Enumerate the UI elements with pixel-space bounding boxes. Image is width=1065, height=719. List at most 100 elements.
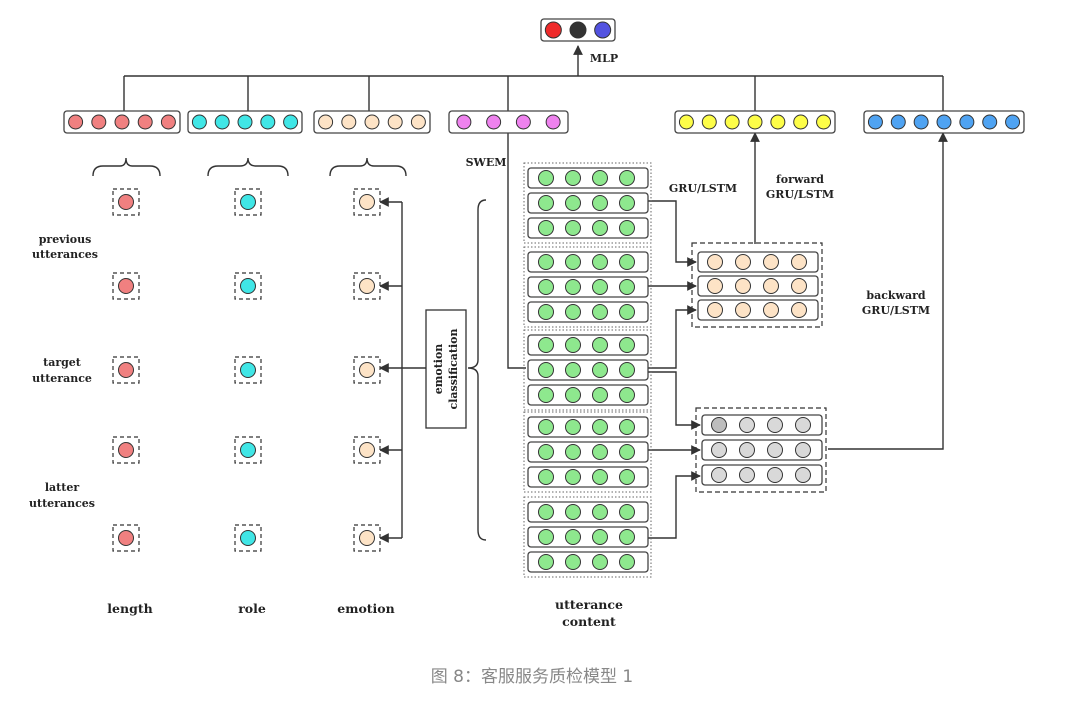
utterance-word-frame — [527, 251, 649, 273]
utterance-word-vector — [527, 334, 649, 356]
emotion-classification-text: emotion — [432, 344, 445, 395]
utterance-word-unit — [538, 469, 554, 485]
utterance-group — [523, 246, 652, 328]
forward-hidden-vector — [697, 275, 819, 297]
mlp-output-vector — [540, 18, 616, 42]
utterance-word-unit — [565, 362, 581, 378]
backward-hidden-frame — [701, 464, 823, 486]
backward-gru-vector-unit — [1005, 114, 1021, 130]
length-vector-unit — [137, 114, 153, 130]
utterance-word-frame — [527, 416, 649, 438]
forward-gru-vector-unit — [747, 114, 763, 130]
role-vector — [187, 110, 303, 134]
utterance-group-frame — [523, 329, 652, 411]
utterance-word-unit — [538, 444, 554, 460]
utterance-word-unit — [538, 195, 554, 211]
forward-hidden-unit — [707, 302, 723, 318]
utterance-word-unit — [619, 279, 635, 295]
utterance-group — [523, 411, 652, 493]
utterance-word-vector — [527, 551, 649, 573]
utterance-word-unit — [565, 195, 581, 211]
utterance-word-vector — [527, 359, 649, 381]
utterance-word-unit — [538, 304, 554, 320]
emotion-vector-unit — [410, 114, 426, 130]
utterance-word-unit — [619, 444, 635, 460]
role-feature-frame — [234, 524, 262, 552]
role-vector-unit — [260, 114, 276, 130]
utterance-group-frame — [523, 411, 652, 493]
forward-hidden-unit — [707, 278, 723, 294]
emotion-feature-unit — [359, 278, 375, 294]
connection-lines — [92, 45, 948, 543]
swem-vector-unit — [456, 114, 472, 130]
backward-hidden-unit — [795, 417, 811, 433]
backward-gru-vector-unit — [867, 114, 883, 130]
utterance-group-frame — [523, 246, 652, 328]
utterance-word-frame — [527, 501, 649, 523]
length-feature — [112, 188, 140, 216]
backward-gru-vector-unit — [890, 114, 906, 130]
latter-utterances-label: latter — [45, 481, 79, 494]
utterance-word-unit — [619, 362, 635, 378]
emotion-vector-unit — [387, 114, 403, 130]
role-vector-unit — [237, 114, 253, 130]
utterance-word-frame — [527, 217, 649, 239]
utterance-word-unit — [592, 469, 608, 485]
previous-utterances-label: utterances — [32, 248, 98, 261]
forward-hidden-unit — [791, 278, 807, 294]
forward-hidden-group — [691, 242, 823, 328]
swem-vector-unit — [545, 114, 561, 130]
utterance-word-unit — [538, 279, 554, 295]
utterance-word-vector — [527, 384, 649, 406]
swem-vector-unit — [515, 114, 531, 130]
length-feature — [112, 524, 140, 552]
utterance-word-unit — [538, 554, 554, 570]
length-feature-frame — [112, 272, 140, 300]
utterance-word-frame — [527, 526, 649, 548]
forward-gru-vector-unit — [770, 114, 786, 130]
utterance-word-unit — [619, 304, 635, 320]
utterance-word-unit — [592, 554, 608, 570]
backward-hidden-group — [695, 407, 827, 493]
forward-hidden-unit — [791, 302, 807, 318]
target-utterance-label: target — [43, 356, 82, 369]
utterance-word-unit — [592, 337, 608, 353]
utterance-word-vector — [527, 276, 649, 298]
emotion-feature-unit — [359, 362, 375, 378]
utterance-word-frame — [527, 301, 649, 323]
role-feature-unit — [240, 530, 256, 546]
utterance-word-unit — [538, 254, 554, 270]
utterance-word-unit — [619, 419, 635, 435]
backward-gru-vector-unit — [936, 114, 952, 130]
backward-gru-vector — [863, 110, 1025, 134]
utterance-content-label: content — [562, 614, 616, 629]
utterance-word-unit — [565, 337, 581, 353]
utterance-word-unit — [592, 220, 608, 236]
utterance-word-unit — [619, 469, 635, 485]
utterance-word-unit — [592, 387, 608, 403]
backward-hidden-unit — [739, 442, 755, 458]
utterance-word-unit — [538, 220, 554, 236]
forward-hidden-unit — [763, 302, 779, 318]
utterance-word-unit — [592, 279, 608, 295]
utterance-word-unit — [619, 170, 635, 186]
emotion-feature-frame — [353, 272, 381, 300]
utterance-word-vector — [527, 301, 649, 323]
utterance-word-unit — [565, 554, 581, 570]
backward-hidden-unit — [711, 467, 727, 483]
role-feature-unit — [240, 362, 256, 378]
utterance-word-frame — [527, 441, 649, 463]
role-feature — [234, 356, 262, 384]
length-label: length — [107, 601, 152, 616]
utterance-word-vector — [527, 526, 649, 548]
length-vector — [63, 110, 181, 134]
figure-caption: 图 8：客服服务质检模型 1 — [431, 667, 633, 687]
utterance-word-vector — [527, 501, 649, 523]
utterance-word-unit — [538, 337, 554, 353]
backward-hidden-vector — [701, 464, 823, 486]
forward-gru-vector-unit — [678, 114, 694, 130]
utterance-word-frame — [527, 276, 649, 298]
backward-hidden-vector — [701, 439, 823, 461]
utterance-word-unit — [619, 195, 635, 211]
